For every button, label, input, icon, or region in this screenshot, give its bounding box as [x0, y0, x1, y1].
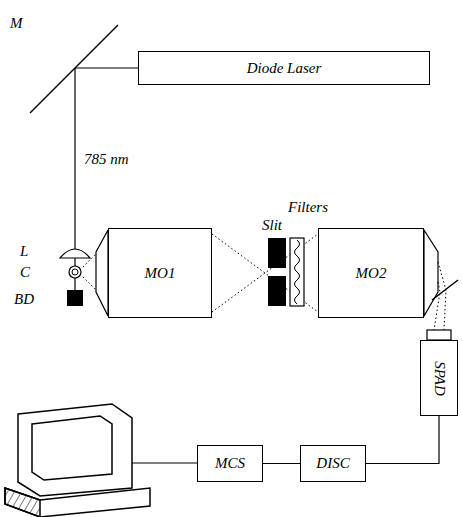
laser-box: Diode Laser	[138, 51, 430, 85]
node-label: DISC	[316, 456, 349, 471]
objective-box: MO2	[318, 228, 424, 318]
part-label: 785 nm	[84, 152, 129, 167]
discriminator-box: DISC	[300, 445, 366, 482]
part-label: L	[20, 244, 28, 259]
objective-nose	[96, 230, 108, 316]
node-label: Diode Laser	[247, 61, 322, 76]
mirror	[30, 25, 118, 113]
lens	[60, 249, 90, 258]
node-label: MO1	[145, 266, 176, 281]
sample-cell	[69, 266, 81, 278]
node-label: MCS	[215, 456, 245, 471]
slit	[268, 276, 286, 306]
objective-nose	[424, 230, 438, 316]
sample-cell	[72, 269, 78, 275]
signal-cable	[263, 463, 300, 464]
cable	[132, 462, 197, 463]
part-label: M	[10, 16, 23, 31]
detector-box: SPAD	[420, 340, 458, 416]
part-label: Slit	[262, 218, 282, 233]
computer	[5, 404, 150, 517]
part-label: C	[20, 265, 30, 280]
detector-window	[427, 330, 451, 340]
counter-box: MCS	[197, 445, 263, 482]
fold-mirror	[432, 280, 458, 300]
filter	[295, 240, 300, 304]
signal-cable	[366, 416, 439, 464]
laser-beam	[75, 67, 138, 68]
node-label: SPAD	[431, 361, 446, 396]
filter	[290, 238, 304, 306]
beam-dump	[67, 290, 83, 306]
part-label: BD	[14, 292, 34, 307]
node-label: MO2	[356, 266, 387, 281]
slit	[268, 238, 286, 268]
part-label: Filters	[288, 200, 328, 215]
objective-box: MO1	[108, 228, 212, 318]
